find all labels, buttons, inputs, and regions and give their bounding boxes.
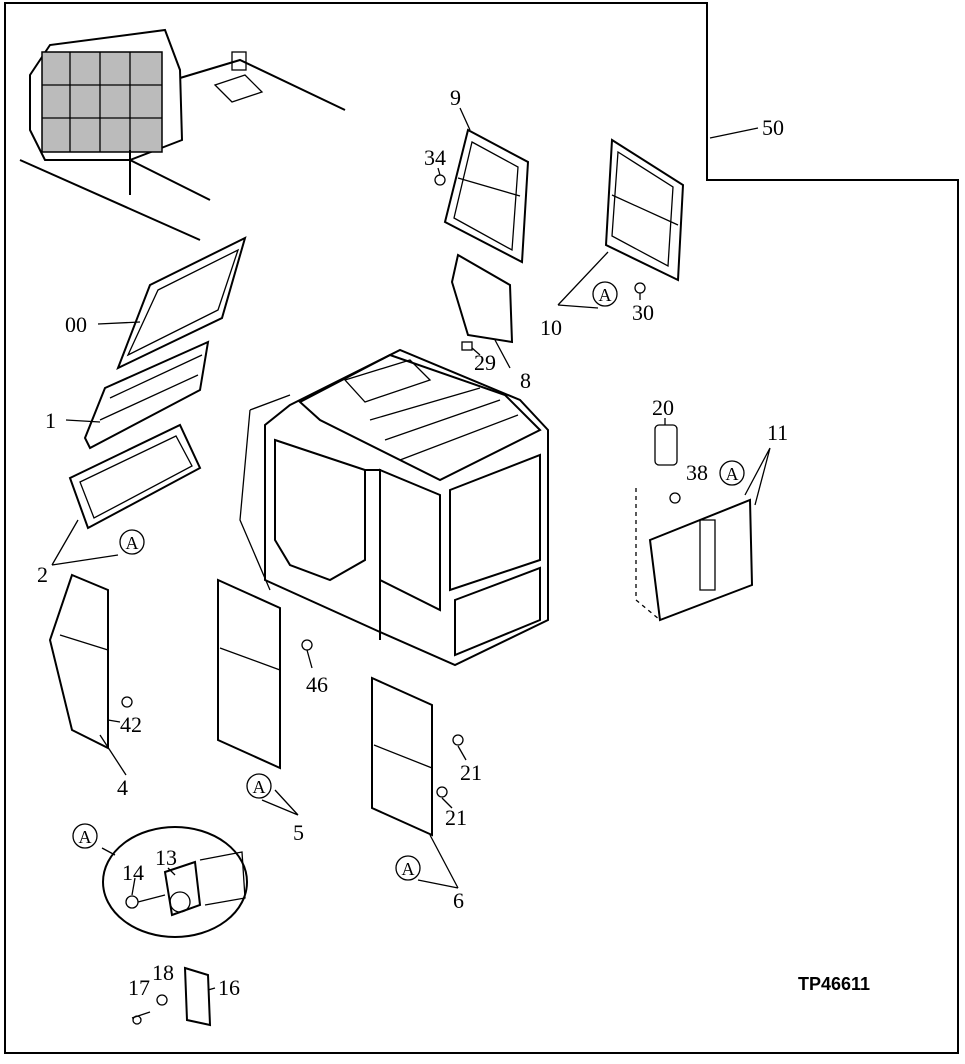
part-46-bolt [301,639,313,651]
part-38-bolt [669,492,681,504]
part-4-panel [48,573,109,750]
cab-body [239,348,549,667]
part-1-panel [83,340,210,450]
detail-marker-a-2: A [719,460,745,486]
callout-4: 4 [117,775,128,800]
part-20-cover [654,424,678,466]
part-29-clip [461,341,473,351]
callout-labels: 50 9 34 10 30 00 29 8 1 20 11 38 2 46 42… [37,85,788,1000]
drawing-code: TP46611 [798,974,870,994]
callout-8: 8 [520,368,531,393]
detail-marker-a-5: A [395,855,421,881]
part-00-panel [116,236,247,370]
part-21a-bolt [452,734,464,746]
callout-1: 1 [45,408,56,433]
callout-50: 50 [762,115,784,140]
callout-34: 34 [424,145,446,170]
detail-a-view [102,826,248,938]
svg-text:A: A [402,859,415,879]
detail-marker-a-3: A [119,529,145,555]
part-34-bolt [434,174,446,186]
part-8-panel [450,253,514,344]
part-10-window [604,138,685,282]
callout-21a: 21 [460,760,482,785]
detail-marker-a-6: A [72,823,98,849]
callout-11: 11 [767,420,788,445]
detail-marker-a-4: A [246,773,272,799]
part-42-bolt [121,696,133,708]
machine-overview [19,28,346,241]
callout-00: 00 [65,312,87,337]
callout-6: 6 [453,888,464,913]
part-11-panel [635,488,754,622]
svg-text:A: A [726,464,739,484]
callout-29: 29 [474,350,496,375]
callout-38: 38 [686,460,708,485]
callout-46: 46 [306,672,328,697]
svg-text:A: A [599,285,612,305]
frame-outline [4,2,959,1054]
callout-16: 16 [218,975,240,1000]
callout-9: 9 [450,85,461,110]
part-21b-bolt [436,786,448,798]
callout-14: 14 [122,860,144,885]
callout-2: 2 [37,562,48,587]
callout-17: 17 [128,975,150,1000]
part-5-panel [217,578,281,770]
svg-text:A: A [126,533,139,553]
svg-text:A: A [79,827,92,847]
callout-30: 30 [632,300,654,325]
callout-5: 5 [293,820,304,845]
callout-21b: 21 [445,805,467,830]
callout-20: 20 [652,395,674,420]
svg-text:A: A [253,777,266,797]
leader-lines [51,107,771,991]
part-9-window [443,128,530,264]
part-2-window [68,423,202,530]
callout-18: 18 [152,960,174,985]
callout-13: 13 [155,845,177,870]
callout-10: 10 [540,315,562,340]
part-30-bolt [634,282,646,294]
callout-42: 42 [120,712,142,737]
parts-16-17-18 [131,966,212,1027]
part-6-panel [371,676,433,837]
detail-marker-a-1: A [592,281,618,307]
detail-a-markers: A A A A A A [72,281,745,881]
